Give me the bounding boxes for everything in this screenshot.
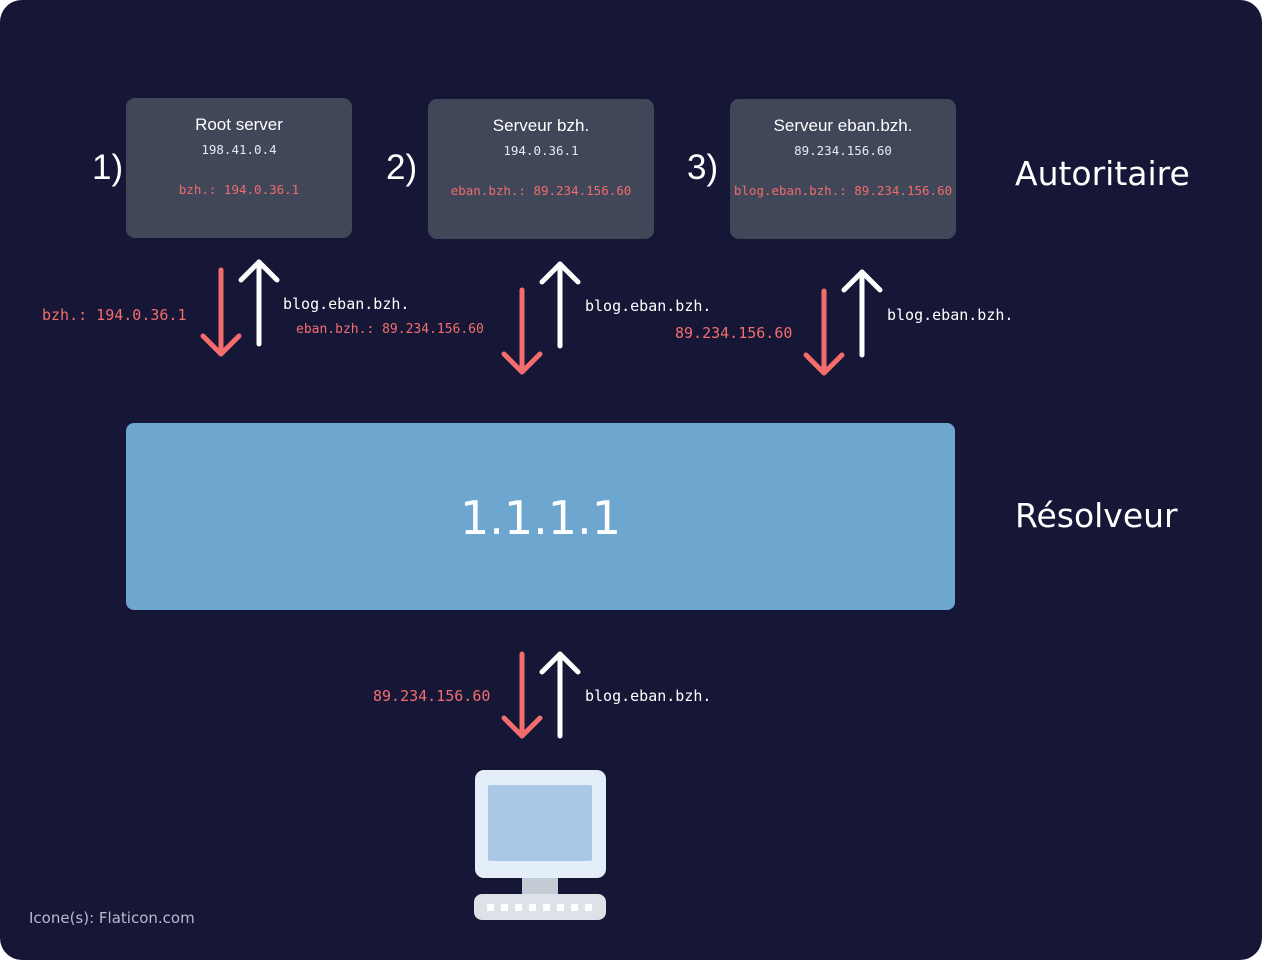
answer-arrow-down-icon xyxy=(200,267,242,357)
server-ip: 89.234.156.60 xyxy=(794,143,892,158)
eban-bzh-server-box: Serveur eban.bzh. 89.234.156.60 blog.eba… xyxy=(730,99,956,239)
query-arrow-up-icon xyxy=(841,269,883,358)
computer-monitor-icon xyxy=(474,770,606,920)
query-arrow-up-icon xyxy=(539,651,581,739)
client-query-label: blog.eban.bzh. xyxy=(585,687,712,705)
resolver-role-label: Résolveur xyxy=(1015,496,1178,535)
query-arrow-up-icon xyxy=(539,261,581,349)
answer-arrow-down-icon xyxy=(501,651,543,739)
step-number-2: 2) xyxy=(386,148,418,187)
authoritative-label: Autoritaire xyxy=(1015,154,1190,193)
server-record: bzh.: 194.0.36.1 xyxy=(178,182,300,197)
client-answer-label: 89.234.156.60 xyxy=(373,687,491,705)
resolver-ip-label: 1.1.1.1 xyxy=(460,491,621,545)
answer-arrow-down-icon xyxy=(803,288,845,376)
server-name: Serveur bzh. xyxy=(492,116,590,135)
query-label-1: blog.eban.bzh. xyxy=(283,295,410,313)
step-number-1: 1) xyxy=(92,148,124,187)
answer-label-2: eban.bzh.: 89.234.156.60 xyxy=(296,322,484,337)
answer-label-1: bzh.: 194.0.36.1 xyxy=(42,306,187,324)
answer-arrow-down-icon xyxy=(501,287,543,375)
server-name: Root server xyxy=(195,115,283,134)
query-label-3: blog.eban.bzh. xyxy=(887,306,1014,324)
resolver-box: 1.1.1.1 xyxy=(126,423,955,610)
root-server-box: Root server 198.41.0.4 bzh.: 194.0.36.1 xyxy=(126,98,352,238)
query-label-2: blog.eban.bzh. xyxy=(585,297,712,315)
step-number-3: 3) xyxy=(687,148,719,187)
server-record: eban.bzh.: 89.234.156.60 xyxy=(450,183,632,198)
server-ip: 194.0.36.1 xyxy=(503,143,579,158)
server-record: blog.eban.bzh.: 89.234.156.60 xyxy=(733,183,953,198)
query-arrow-up-icon xyxy=(238,259,280,347)
server-name: Serveur eban.bzh. xyxy=(773,116,913,135)
icon-credit: Icone(s): Flaticon.com xyxy=(29,909,195,927)
bzh-server-box: Serveur bzh. 194.0.36.1 eban.bzh.: 89.23… xyxy=(428,99,654,239)
server-ip: 198.41.0.4 xyxy=(201,142,277,157)
answer-label-3: 89.234.156.60 xyxy=(675,324,793,342)
